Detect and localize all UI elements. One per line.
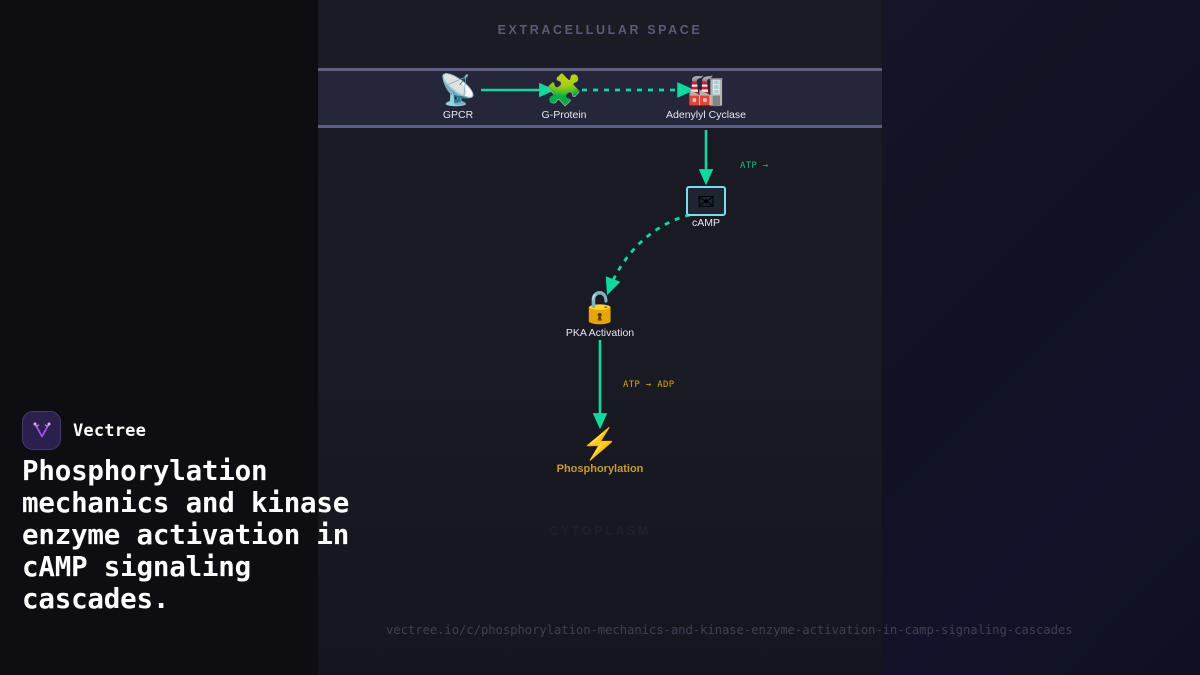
unlocked-padlock-icon: 🔓 [581, 292, 619, 325]
node-adenylyl-cyclase-label: Adenylyl Cyclase [666, 109, 746, 121]
brand-name: Vectree [73, 420, 147, 441]
diagram-canvas: EXTRACELLULAR SPACE CYTOPLASM ATP → ATP … [318, 0, 882, 675]
factory-icon: 🏭 [687, 74, 725, 107]
node-gpcr-label: GPCR [442, 109, 474, 121]
node-pka-activation[interactable]: 🔓 PKA Activation [540, 292, 660, 339]
left-background-panel [0, 0, 318, 675]
edge-label-atp-to-adp: ATP → ADP [623, 380, 675, 390]
puzzle-piece-icon: 🧩 [545, 74, 583, 107]
node-phosphorylation[interactable]: ⚡ Phosphorylation [540, 428, 660, 475]
node-camp-label: cAMP [691, 217, 720, 229]
envelope-icon: ✉ [686, 186, 726, 216]
plasma-membrane-band [318, 68, 882, 128]
brand-lockup: Vectree [22, 411, 146, 450]
node-camp[interactable]: ✉ cAMP [646, 186, 766, 229]
headline-title: Phosphorylation mechanics and kinase enz… [22, 455, 350, 615]
node-phosphorylation-label: Phosphorylation [556, 463, 644, 475]
footer-url: vectree.io/c/phosphorylation-mechanics-a… [386, 623, 1073, 637]
edge-label-atp: ATP → [740, 161, 769, 171]
node-adenylyl-cyclase[interactable]: 🏭 Adenylyl Cyclase [646, 74, 766, 121]
zone-label-extracellular: EXTRACELLULAR SPACE [497, 23, 703, 37]
node-g-protein[interactable]: 🧩 G-Protein [504, 74, 624, 121]
node-gpcr[interactable]: 📡 GPCR [398, 74, 518, 121]
node-pka-activation-label: PKA Activation [565, 327, 635, 339]
vectree-branch-logo-icon [22, 411, 61, 450]
right-background-panel [882, 0, 1200, 675]
node-g-protein-label: G-Protein [541, 109, 587, 121]
zone-label-cytoplasm: CYTOPLASM [549, 524, 651, 538]
lightning-bolt-icon: ⚡ [581, 428, 619, 461]
satellite-dish-icon: 📡 [439, 74, 477, 107]
